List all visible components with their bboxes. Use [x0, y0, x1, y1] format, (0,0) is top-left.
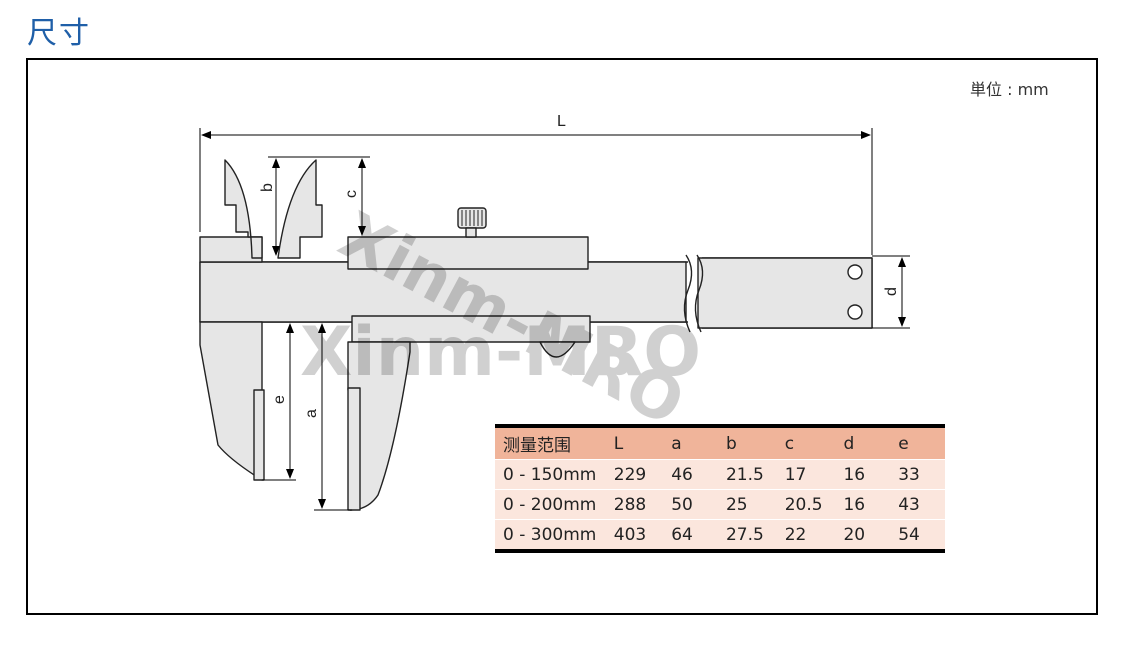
- outside-jaw-fixed: [199, 321, 263, 481]
- table-cell: 22: [776, 519, 836, 551]
- table-cell: 27.5: [717, 519, 777, 551]
- table-cell: 21.5: [717, 459, 777, 490]
- table-cell: 20: [835, 519, 891, 551]
- table-header-row: 测量范围 L a b c d e: [495, 426, 945, 460]
- table-cell: 0 - 200mm: [495, 489, 606, 520]
- table-cell: 403: [605, 519, 664, 551]
- label-L: L: [557, 113, 566, 130]
- thumb-roller: [539, 341, 576, 358]
- label-b: b: [259, 183, 276, 192]
- table-cell: 0 - 300mm: [495, 519, 606, 551]
- header-e: e: [890, 426, 945, 460]
- label-e: e: [271, 395, 288, 404]
- spec-table: 测量范围 L a b c d e 0 - 150mm 229 46 21.5 1…: [495, 424, 945, 553]
- label-a: a: [303, 409, 320, 418]
- inside-jaw-fixed: [224, 159, 263, 259]
- table-cell: 0 - 150mm: [495, 459, 606, 490]
- header-a: a: [663, 426, 718, 460]
- table-cell: 16: [835, 459, 891, 490]
- table-cell: 33: [890, 459, 945, 490]
- table-row: 0 - 150mm 229 46 21.5 17 16 33: [495, 459, 945, 490]
- fixed-jaw: [199, 236, 263, 263]
- label-c: c: [343, 190, 360, 198]
- inside-jaw-moving: [277, 159, 323, 259]
- beam-body-right: [697, 257, 873, 329]
- table-cell: 20.5: [776, 489, 836, 520]
- beam-break: [683, 254, 693, 333]
- label-d: d: [883, 287, 900, 296]
- table-row: 0 - 300mm 403 64 27.5 22 20 54: [495, 519, 945, 551]
- watermark-text: Xinm-MRO: [300, 313, 701, 392]
- header-c: c: [776, 426, 836, 460]
- header-d: d: [835, 426, 891, 460]
- table-cell: 54: [890, 519, 945, 551]
- table-row: 0 - 200mm 288 50 25 20.5 16 43: [495, 489, 945, 520]
- diagram-frame: [26, 58, 1098, 615]
- table-cell: 43: [890, 489, 945, 520]
- table-cell: 229: [605, 459, 664, 490]
- header-range: 测量范围: [495, 426, 606, 460]
- beam-hole: [847, 264, 863, 280]
- table-cell: 64: [663, 519, 718, 551]
- page-title: 尺寸: [27, 16, 91, 51]
- header-L: L: [605, 426, 664, 460]
- table-cell: 46: [663, 459, 718, 490]
- table-cell: 16: [835, 489, 891, 520]
- table-cell: 288: [605, 489, 664, 520]
- beam-hole: [847, 304, 863, 320]
- slider-bottom: [351, 315, 591, 343]
- unit-label: 単位 : mm: [970, 80, 1049, 99]
- slider-top: [347, 236, 589, 270]
- table-cell: 25: [717, 489, 777, 520]
- table-cell: 17: [776, 459, 836, 490]
- table-cell: 50: [663, 489, 718, 520]
- header-b: b: [717, 426, 777, 460]
